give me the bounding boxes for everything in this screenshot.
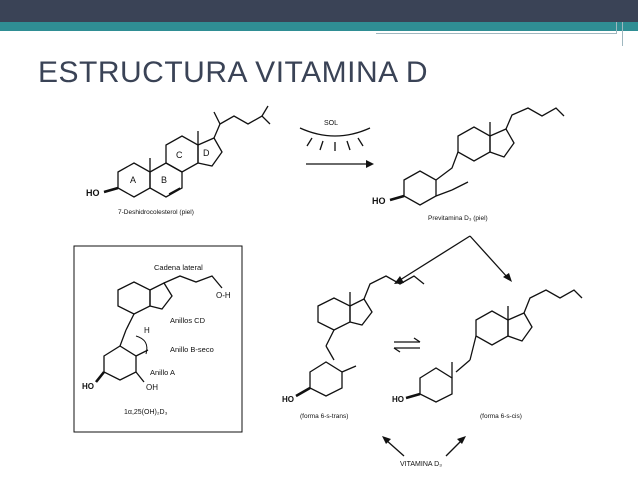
box-ho-label: HO	[82, 382, 94, 391]
compound-2-label: Previtamina D₃ (piel)	[428, 215, 488, 222]
ring-label-a: A	[130, 175, 136, 185]
ho-label-4: HO	[392, 395, 404, 404]
sun-label: SOL	[324, 120, 338, 127]
frame-line	[376, 33, 616, 34]
frame-corner	[622, 22, 633, 46]
h-label: H	[144, 326, 150, 335]
rings-cd-label: Anillos CD	[170, 316, 206, 325]
ring-a-label: Anillo A	[150, 368, 175, 377]
box-oh-label: OH	[146, 383, 158, 392]
calcitriol-box	[73, 245, 243, 433]
arrow-to-cis	[469, 235, 509, 279]
arrow-to-trans	[399, 235, 471, 281]
top-bar	[0, 0, 638, 22]
arrow-vitamin-to-trans	[385, 439, 405, 457]
oh-top-label: O-H	[216, 291, 231, 300]
side-chain-label: Cadena lateral	[154, 263, 203, 272]
molecule-previtamin-d3	[389, 107, 565, 206]
form-trans-label: (forma 6-s-trans)	[300, 413, 348, 420]
slide-title: ESTRUCTURA VITAMINA D	[38, 56, 428, 89]
molecule-7-dehydrocholesterol	[103, 105, 271, 198]
arrowhead-cis	[503, 273, 512, 282]
arrowhead-1	[366, 160, 374, 168]
ring-label-b: B	[161, 175, 167, 185]
calcitriol-label: 1α,25(OH)₂D₃	[124, 409, 168, 416]
molecule-6-s-trans	[295, 275, 425, 398]
molecule-6-s-cis	[405, 289, 583, 403]
frame-line-right	[616, 22, 617, 34]
sun-symbol	[299, 127, 371, 151]
ho-label-2: HO	[372, 196, 386, 206]
compound-1-label: 7-Deshidrocolesterol (piel)	[118, 209, 194, 216]
ring-b-seco-label: Anillo B-seco	[170, 345, 214, 354]
ho-label-3: HO	[282, 395, 294, 404]
ring-label-d: D	[203, 148, 210, 158]
ring-label-c: C	[176, 150, 183, 160]
arrow-vitamin-to-cis	[445, 439, 463, 457]
form-cis-label: (forma 6-s-cis)	[480, 413, 522, 420]
molecule-calcitriol	[94, 275, 223, 383]
accent-stripe	[0, 22, 638, 31]
vitamin-d3-label: VITAMINA D₃	[400, 461, 442, 468]
ho-label-1: HO	[86, 188, 100, 198]
